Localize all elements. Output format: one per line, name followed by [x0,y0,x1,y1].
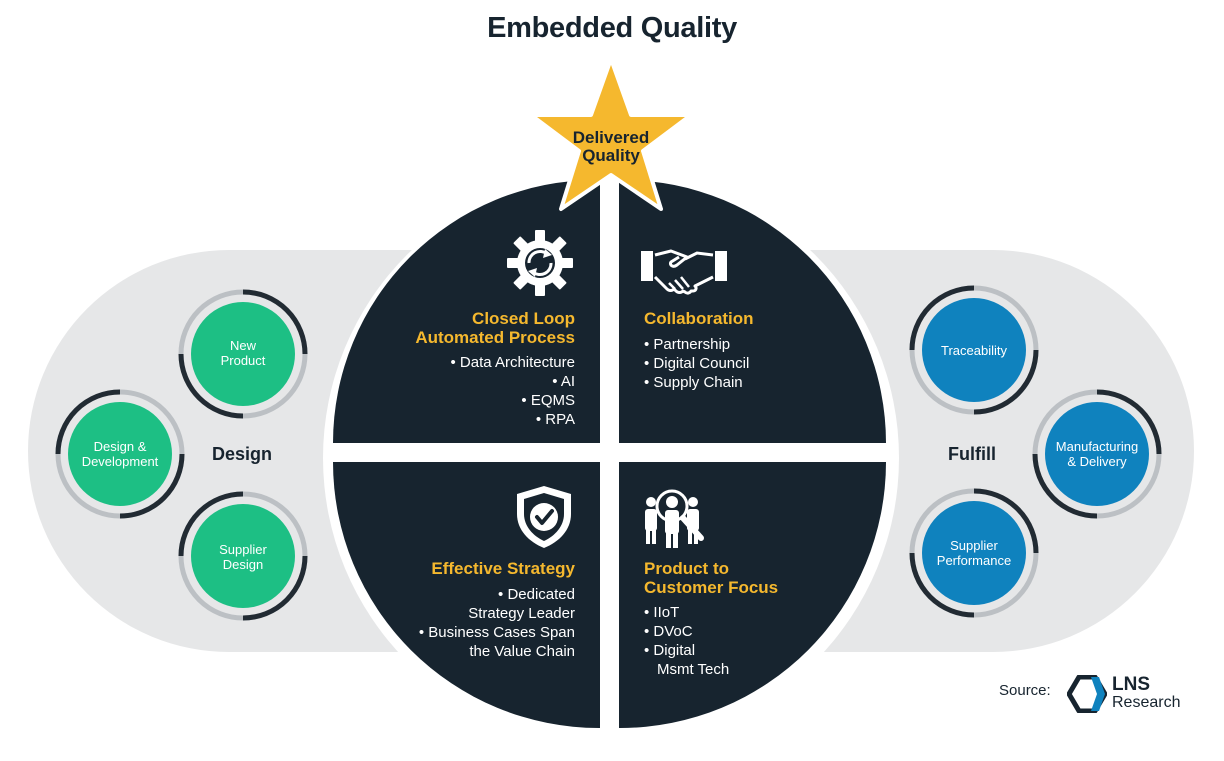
source-label: Source: [999,682,1051,699]
node-traceability [909,285,1039,415]
node-label-line2: Performance [936,553,1012,568]
node-supplier-design [178,491,308,621]
node-design-development [55,389,185,519]
node-label-line1: Supplier [219,542,267,557]
node-supplier-performance [909,488,1039,618]
list-item: • IIoT [644,604,680,621]
node-new-product [178,289,308,419]
list-item: • AI [552,373,575,390]
star-label-line2: Quality [582,146,640,165]
logo-main-text: LNS [1112,674,1150,695]
list-item: • EQMS [521,392,575,409]
list-item: • RPA [535,411,575,428]
shield-check-icon [517,486,571,548]
customer-focus-title-line2: Customer Focus [644,578,779,597]
star-label-line1: Delivered [572,128,650,147]
star-icon [529,57,693,211]
star-label: Delivered Quality [540,129,682,165]
list-item: • Dedicated [498,586,575,603]
customer-focus-title-line1: Product to [644,559,729,578]
list-item: • Digital [644,642,696,659]
list-item: • Data Architecture [450,354,575,371]
collaboration-title: Collaboration [644,309,754,328]
list-item: • Business Cases Span [418,624,575,641]
quadrant-customer-focus: Product to Customer Focus • IIoT • DVoC … [619,462,886,728]
list-item: • DVoC [644,623,693,640]
list-item: the Value Chain [469,643,575,660]
closed-loop-title-line1: Closed Loop [472,309,575,328]
node-label-line2: Development [81,454,159,469]
gear-cycle-icon [507,230,573,296]
node-label-line2: Product [220,353,266,368]
fulfill-label: Fulfill [948,444,996,464]
node-label-line1: Design & [93,439,147,454]
handshake-icon [641,249,727,295]
node-label-line1: New [229,338,256,353]
node-manufacturing-delivery [1032,389,1162,519]
node-label-line1: Supplier [950,538,998,553]
people-search-icon [645,489,704,548]
design-label: Design [212,444,273,464]
list-item: Msmt Tech [657,661,730,678]
list-item: • Supply Chain [644,374,743,391]
quadrant-closed-loop: Closed Loop Automated Process • Data Arc… [333,180,600,443]
quadrant-effective-strategy: Effective Strategy • Dedicated Strategy … [333,462,600,728]
list-item: • Partnership [644,336,731,353]
quadrant-collaboration: Collaboration • Partnership • Digital Co… [619,180,886,443]
page-title: Embedded Quality [487,12,737,44]
node-label-line2: Design [222,557,264,572]
effective-strategy-title: Effective Strategy [431,559,575,578]
node-label-line2: & Delivery [1067,454,1127,469]
closed-loop-title-line2: Automated Process [415,328,575,347]
node-label-line1: Manufacturing [1055,439,1139,454]
logo-sub-text: Research [1112,694,1181,711]
node-label-line1: Traceability [941,343,1007,358]
list-item: Strategy Leader [468,605,575,622]
list-item: • Digital Council [644,355,750,372]
lns-logo-icon [1067,675,1107,713]
